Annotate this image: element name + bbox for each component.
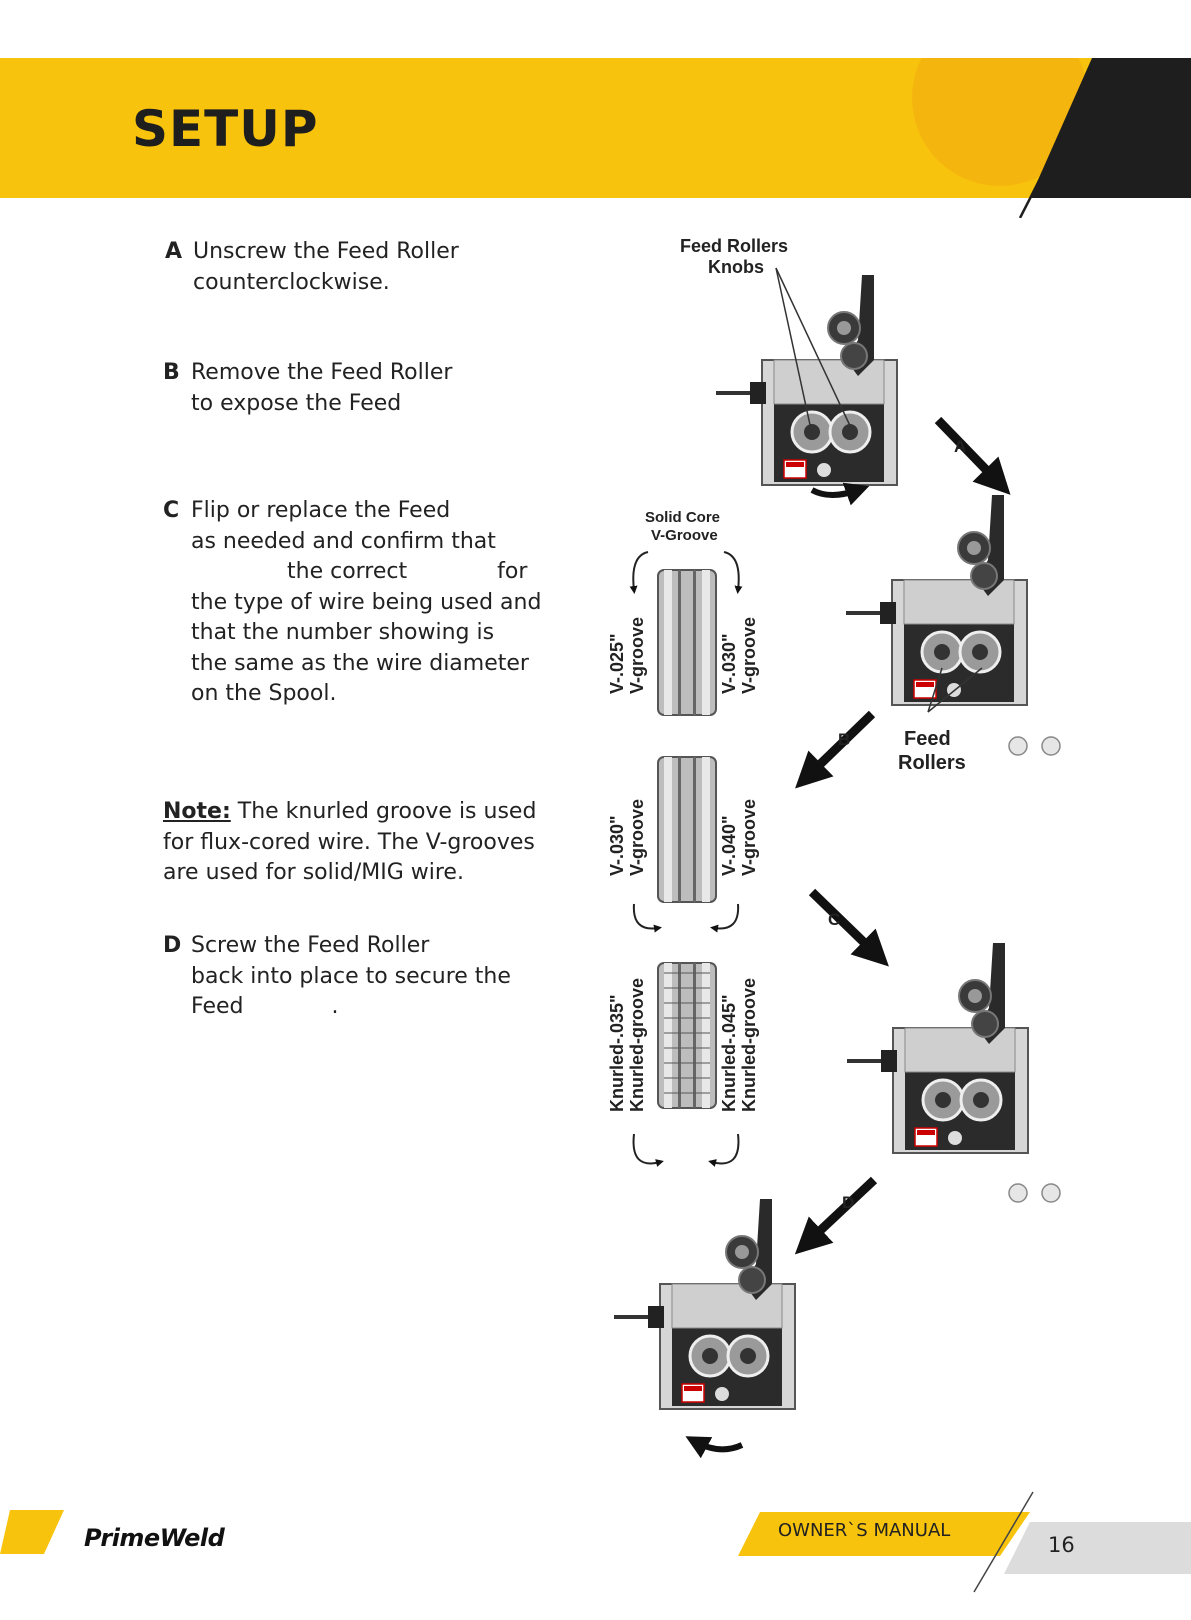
- step-text: Unscrew the Feed Roller: [193, 239, 459, 264]
- feed-rollers-label: Feed: [904, 728, 951, 750]
- flip-arrow-icon: [708, 1133, 740, 1167]
- roller-v-groove-1: [657, 569, 717, 716]
- header-graphic: [0, 58, 1191, 218]
- feed-rollers-label: Rollers: [898, 752, 966, 774]
- roller-knurled: [657, 962, 717, 1109]
- flip-arrow-icon: [629, 551, 649, 594]
- rotate-arrow-icon: [810, 482, 870, 506]
- step-text: as needed and confirm that: [191, 528, 496, 554]
- step-letter: B: [163, 360, 180, 385]
- roller-size-label: Knurled-.045": [719, 994, 739, 1112]
- step-text: Screw the Feed Roller: [191, 933, 430, 958]
- feed-rollers-knobs-label: Feed Rollers: [680, 236, 788, 256]
- note-text: are used for solid/MIG wire.: [163, 860, 464, 885]
- feed-rollers-knobs-label: Knobs: [708, 257, 764, 277]
- feed-mechanism-c: [845, 941, 1030, 1155]
- roller-groove-label: Knurled-groove: [627, 978, 647, 1112]
- rotate-arrow-icon: [685, 1436, 744, 1459]
- step-letter: D: [163, 933, 182, 958]
- note-label: Note:: [163, 799, 231, 824]
- step-letter: C: [163, 498, 180, 523]
- step-a: A Unscrew the Feed Roller counterclockwis…: [165, 237, 459, 298]
- roller-size-label: V-.030": [607, 815, 627, 876]
- step-text: the type of wire being used and: [191, 589, 542, 615]
- feed-mechanism-a: [714, 273, 899, 487]
- feed-roller-diagram: A B C D Feed Rollers Knobs Solid Core V-…: [607, 236, 1061, 1459]
- step-text: that the number showing is: [191, 620, 495, 645]
- step-arrow-icon: [808, 888, 889, 967]
- roller-size-label: V-.025": [607, 633, 627, 694]
- step-text: back into place to secure the: [191, 963, 511, 989]
- step-arrow-icon: [934, 416, 1011, 495]
- page-number: 16: [1048, 1533, 1075, 1557]
- footer-graphic: [0, 1491, 1191, 1593]
- note-text: for flux-cored wire. The V-grooves: [163, 829, 535, 855]
- flip-arrow-icon: [632, 1133, 664, 1167]
- note: Note: The knurled groove is used for flu…: [163, 797, 536, 889]
- step-text: Remove the Feed Roller: [191, 360, 453, 385]
- step-d: D Screw the Feed Roller back into place t…: [163, 931, 511, 1023]
- header-band: [0, 58, 1191, 218]
- step-text: for: [497, 559, 528, 584]
- flip-arrow-icon: [710, 903, 740, 933]
- step-text: to expose the Feed: [191, 390, 402, 416]
- step-text: Flip or replace the Feed: [191, 498, 451, 523]
- roller-groove-label: Knurled-groove: [739, 978, 759, 1112]
- note-text: The knurled groove is used: [237, 799, 537, 824]
- flip-arrow-icon: [723, 551, 743, 594]
- roller-size-label: Knurled-.035": [607, 994, 627, 1112]
- step-c: C Flip or replace the Feed as needed and …: [163, 496, 541, 710]
- step-b: B Remove the Feed Roller to expose the Fe…: [163, 358, 452, 419]
- roller-groove-label: V-groove: [739, 617, 759, 694]
- gear-icon: [912, 58, 1088, 186]
- flip-arrow-icon: [632, 903, 662, 933]
- step-arrow-icon: [794, 1176, 878, 1255]
- step-arrow-label: A: [954, 437, 966, 456]
- roller-v-groove-2: [657, 756, 717, 903]
- feed-mechanism-d: [612, 1197, 797, 1411]
- step-arrow-label: C: [828, 910, 840, 929]
- roller-size-label: V-.040": [719, 815, 739, 876]
- page-title: SETUP: [132, 100, 319, 158]
- roller-size-label: V-.030": [719, 633, 739, 694]
- step-text: counterclockwise.: [193, 269, 390, 295]
- brand-logo: PrimeWeld: [84, 1524, 225, 1552]
- step-text: the correct: [287, 559, 408, 584]
- step-text: on the Spool.: [191, 681, 337, 706]
- feed-mechanism-b: [844, 493, 1029, 707]
- manual-label: OWNER`S MANUAL: [778, 1520, 951, 1541]
- roller-groove-label: V-groove: [627, 617, 647, 694]
- step-arrow-label: D: [842, 1193, 854, 1212]
- step-text: .: [331, 994, 339, 1019]
- solid-core-label: V-Groove: [651, 527, 718, 544]
- step-text: the same as the wire diameter: [191, 650, 529, 676]
- roller-groove-label: V-groove: [739, 799, 759, 876]
- roller-groove-label: V-groove: [627, 799, 647, 876]
- step-arrow-icon: [795, 710, 876, 789]
- step-text: Feed: [191, 994, 244, 1019]
- solid-core-label: Solid Core: [645, 509, 720, 526]
- step-letter: A: [165, 239, 183, 264]
- step-arrow-label: B: [838, 730, 850, 749]
